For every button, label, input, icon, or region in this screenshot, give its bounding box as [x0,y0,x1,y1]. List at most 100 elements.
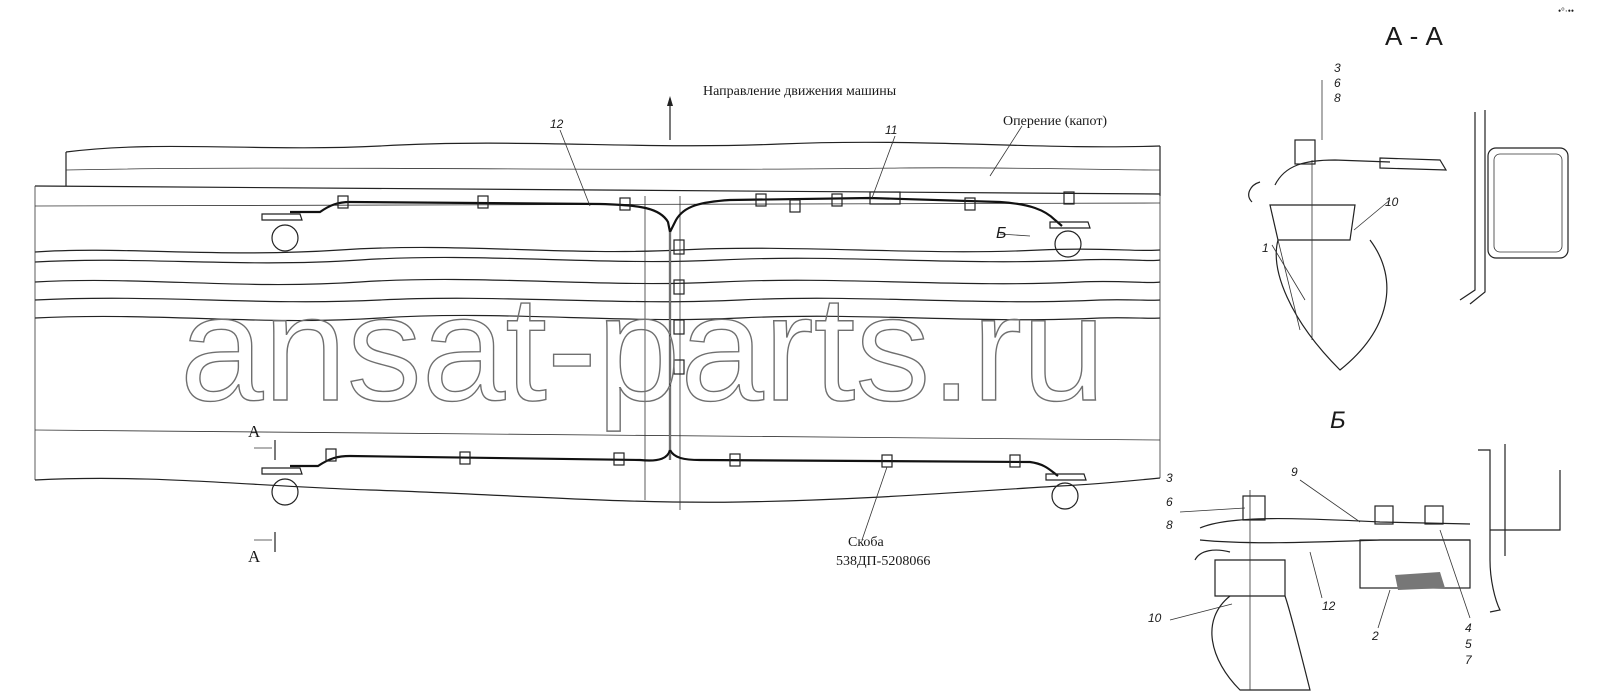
b-leader-3 [1179,507,1246,513]
b-callout-9: 9 [1291,465,1298,479]
b-leader-2 [1377,589,1391,629]
section-mark-a-top: А [248,422,261,441]
leader-bracket [861,466,888,541]
watermark: ansat-parts.ru [180,264,1105,432]
lamp-mount-left-top [261,213,303,221]
b-bolt-2 [1374,505,1394,525]
b-callout-10: 10 [1148,611,1162,625]
clip [337,195,349,209]
lamp-right-bottom [1051,482,1079,510]
fender-top-edge [65,141,1161,153]
lamp-mount-right-bottom [1045,473,1087,481]
direction-label: Направление движения машины [703,84,897,99]
bracket-code: 538ДП-5208066 [836,554,930,569]
clip [613,452,625,466]
section-mark-a-bottom: А [248,547,261,566]
clip [673,279,685,295]
aa-lamp-body [1269,204,1356,241]
b-wire-loop [1194,549,1231,561]
clip [729,453,741,467]
clip [789,199,801,213]
direction-arrowhead [667,96,673,106]
aa-leader-10 [1353,199,1391,231]
fender-label: Оперение (капот) [1003,114,1107,129]
clip [1009,454,1021,468]
b-callout-12: 12 [1322,599,1336,613]
leader-11 [871,135,896,199]
aa-box-section [1487,147,1569,259]
clip [459,451,471,465]
b-leader-9 [1299,479,1361,523]
section-a-a [1248,80,1569,371]
view-b-caption: Б [1330,407,1346,434]
break-line-5 [34,314,1161,322]
leader-fender [989,125,1023,177]
aa-wire-loop [1248,181,1261,203]
b-leader-4 [1439,529,1471,619]
clip [964,197,976,211]
callout-12-top: 12 [550,117,564,131]
break-line-2 [34,256,1161,264]
b-leader-12 [1309,551,1323,599]
aa-callout-8: 8 [1334,91,1341,105]
lamp-mount-right-top [1049,221,1091,229]
aa-callout-10: 10 [1385,195,1399,209]
lower-harness [254,440,1087,552]
panel-top [34,185,1161,195]
b-bolt-3 [1424,505,1444,525]
leader-12 [559,129,591,207]
lamp-left-bottom [271,478,299,506]
b-callout-6: 6 [1166,495,1173,509]
clip [1063,191,1075,205]
b-rubber-insert [1395,572,1445,590]
b-callout-8: 8 [1166,518,1173,532]
aa-box-inner [1493,153,1563,253]
panel-line-3 [34,429,1161,441]
view-b [1169,444,1561,691]
aa-callout-3: 3 [1334,61,1341,75]
aa-frame-a [1459,112,1476,301]
b-callout-5: 5 [1465,637,1472,651]
b-plate-top [1199,517,1471,529]
fender-line [65,167,1161,171]
upper-harness [261,125,1091,460]
clip [673,319,685,335]
aa-lens [1275,239,1388,371]
clip [755,193,767,207]
b-frame-b [1490,470,1561,531]
corner-mark: •°·•• [1558,6,1574,16]
clip [619,197,631,211]
b-bolt-main [1242,495,1266,521]
bottom-break-line [34,477,1161,503]
view-b-mark: Б [996,225,1006,242]
clip [673,239,685,255]
aa-frame-b [1469,110,1486,305]
connector-11 [869,191,901,205]
aa-leader-1 [1271,244,1306,301]
lower-wire-left [290,449,672,468]
b-callout-3: 3 [1166,471,1173,485]
section-title: А - А [1385,21,1443,51]
clip [673,359,685,375]
break-line-3 [34,278,1161,286]
aa-callout-1: 1 [1262,241,1269,255]
b-callout-7: 7 [1465,653,1473,667]
break-line-1 [34,246,1161,254]
b-lens [1211,595,1311,691]
lamp-right-top [1054,230,1082,258]
aa-bolt [1294,139,1316,165]
bracket-name: Скоба [848,535,885,550]
upper-wire-left [290,200,672,233]
clip [477,195,489,209]
b-callout-4: 4 [1465,621,1472,635]
clip [831,193,843,207]
callout-11: 11 [885,123,897,137]
view-b-arrow [999,233,1031,237]
lower-wire-right [669,449,1059,477]
lamp-left-top [271,224,299,252]
b-frame-a [1478,449,1501,613]
aa-callout-6: 6 [1334,76,1341,90]
aa-plate [1379,157,1448,171]
clip [325,448,337,462]
